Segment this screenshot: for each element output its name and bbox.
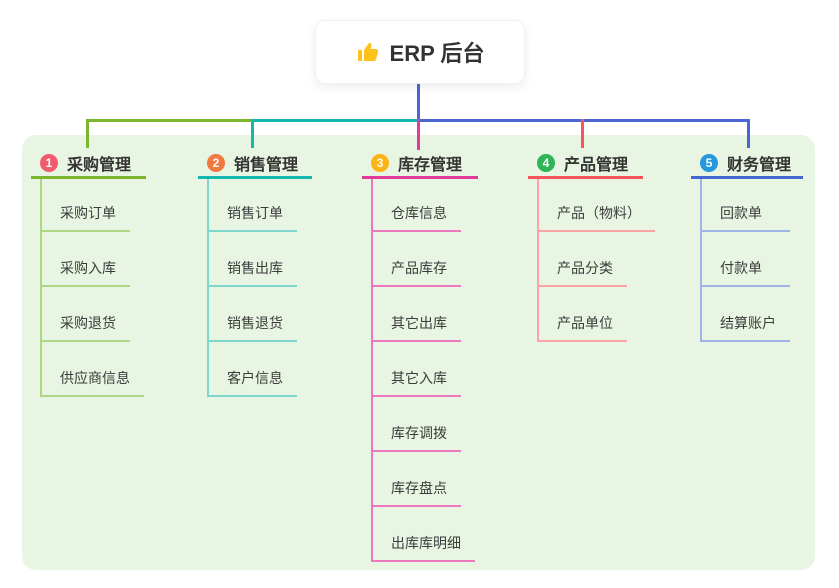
branch-inventory: 3 库存管理 仓库信息 产品库存 其它出库 其它入库 库存调拨 库存盘点 出库库… (362, 147, 478, 562)
branch-sales: 2 销售管理 销售订单 销售出库 销售退货 客户信息 (198, 147, 312, 397)
branch-items: 回款单 付款单 结算账户 (700, 179, 803, 342)
branch-title: 财务管理 (727, 157, 792, 174)
node-item-label: 采购入库 (60, 260, 116, 276)
node-item[interactable]: 产品单位 (539, 287, 627, 342)
connector-green-horizontal (86, 119, 254, 122)
node-item[interactable]: 其它入库 (373, 342, 461, 397)
node-item[interactable]: 仓库信息 (373, 179, 461, 232)
root-node[interactable]: ERP 后台 (315, 20, 525, 84)
branches-panel (22, 135, 815, 570)
connector-green-drop (86, 119, 89, 148)
thumbs-up-icon (356, 40, 380, 64)
node-item-label: 客户信息 (227, 370, 283, 386)
branch-underline (691, 176, 803, 179)
branch-title: 采购管理 (67, 157, 132, 174)
connector-magenta-drop (417, 119, 420, 150)
branch-items: 采购订单 采购入库 采购退货 供应商信息 (40, 179, 146, 397)
node-item[interactable]: 结算账户 (702, 287, 790, 342)
connector-blue-drop (747, 119, 750, 148)
branch-number-badge: 5 (700, 154, 718, 172)
node-item[interactable]: 回款单 (702, 179, 790, 232)
node-item-label: 回款单 (720, 205, 762, 221)
branch-title: 销售管理 (234, 157, 299, 174)
branch-purchase: 1 采购管理 采购订单 采购入库 采购退货 供应商信息 (31, 147, 146, 397)
node-item[interactable]: 采购退货 (42, 287, 130, 342)
node-item[interactable]: 销售订单 (209, 179, 297, 232)
node-item-label: 付款单 (720, 260, 762, 276)
node-item[interactable]: 产品（物料） (539, 179, 655, 232)
node-item[interactable]: 库存调拨 (373, 397, 461, 452)
branch-header-purchase[interactable]: 1 采购管理 (31, 150, 146, 176)
branch-items: 仓库信息 产品库存 其它出库 其它入库 库存调拨 库存盘点 出库库明细 (371, 179, 478, 562)
branch-number-badge: 2 (207, 154, 225, 172)
node-item-label: 其它入库 (391, 370, 447, 386)
node-item-label: 仓库信息 (391, 205, 447, 221)
branch-items: 销售订单 销售出库 销售退货 客户信息 (207, 179, 312, 397)
node-item-label: 销售退货 (227, 315, 283, 331)
node-item[interactable]: 采购入库 (42, 232, 130, 287)
node-item-label: 产品库存 (391, 260, 447, 276)
branch-title: 产品管理 (564, 157, 629, 174)
branch-header-sales[interactable]: 2 销售管理 (198, 150, 312, 176)
node-item-label: 产品（物料） (557, 205, 641, 221)
node-item-label: 库存盘点 (391, 480, 447, 496)
node-item[interactable]: 客户信息 (209, 342, 297, 397)
node-item[interactable]: 采购订单 (42, 179, 130, 232)
branch-underline (528, 176, 643, 179)
node-item-label: 采购退货 (60, 315, 116, 331)
branch-number-badge: 3 (371, 154, 389, 172)
node-item[interactable]: 销售出库 (209, 232, 297, 287)
node-item-label: 库存调拨 (391, 425, 447, 441)
branch-items: 产品（物料） 产品分类 产品单位 (537, 179, 655, 342)
connector-teal-drop (251, 119, 254, 148)
branch-number-badge: 1 (40, 154, 58, 172)
connector-red-drop (581, 119, 584, 148)
branch-header-product[interactable]: 4 产品管理 (528, 150, 643, 176)
node-item[interactable]: 产品分类 (539, 232, 627, 287)
node-item[interactable]: 出库库明细 (373, 507, 475, 562)
node-item[interactable]: 付款单 (702, 232, 790, 287)
branch-underline (362, 176, 478, 179)
root-label: ERP 后台 (389, 41, 485, 66)
branch-underline (31, 176, 146, 179)
branch-product: 4 产品管理 产品（物料） 产品分类 产品单位 (528, 147, 655, 342)
node-item-label: 出库库明细 (391, 535, 461, 551)
node-item-label: 结算账户 (720, 315, 776, 331)
connector-root-stem (417, 82, 420, 119)
branch-title: 库存管理 (398, 157, 463, 174)
node-item[interactable]: 销售退货 (209, 287, 297, 342)
node-item[interactable]: 产品库存 (373, 232, 461, 287)
node-item-label: 其它出库 (391, 315, 447, 331)
node-item-label: 产品单位 (557, 315, 613, 331)
branch-number-badge: 4 (537, 154, 555, 172)
node-item[interactable]: 其它出库 (373, 287, 461, 342)
node-item-label: 销售订单 (227, 205, 283, 221)
node-item-label: 采购订单 (60, 205, 116, 221)
branch-finance: 5 财务管理 回款单 付款单 结算账户 (691, 147, 803, 342)
node-item-label: 销售出库 (227, 260, 283, 276)
branch-header-finance[interactable]: 5 财务管理 (691, 150, 803, 176)
branch-header-inventory[interactable]: 3 库存管理 (362, 150, 478, 176)
node-item-label: 产品分类 (557, 260, 613, 276)
connector-teal-horizontal (254, 119, 418, 122)
branch-underline (198, 176, 312, 179)
node-item[interactable]: 库存盘点 (373, 452, 461, 507)
node-item[interactable]: 供应商信息 (42, 342, 144, 397)
node-item-label: 供应商信息 (60, 370, 130, 386)
